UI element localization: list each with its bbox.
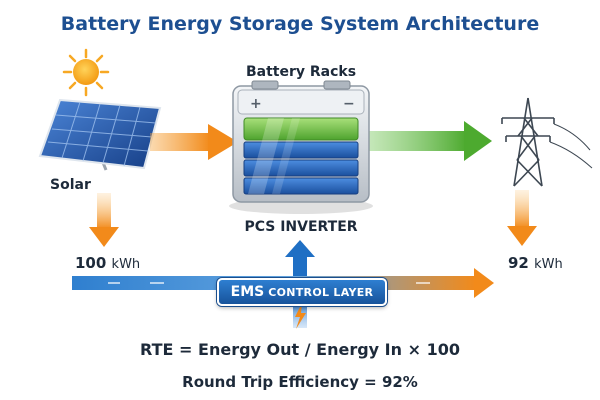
- battery-rack-icon: + −: [229, 80, 373, 214]
- ems-main-label: EMS: [230, 284, 265, 300]
- energy-out-value: 92: [508, 254, 529, 272]
- round-trip-efficiency: Round Trip Efficiency = 92%: [182, 373, 418, 391]
- flow-arrow-solar-to-battery: [150, 124, 238, 160]
- energy-out-unit: kWh: [534, 257, 563, 272]
- ems-control-layer-box: EMS CONTROL LAYER: [217, 278, 387, 306]
- solar-label: Solar: [50, 177, 91, 193]
- energy-in-unit: kWh: [111, 257, 141, 272]
- energy-in-value: 100: [75, 254, 107, 272]
- ems-sub-label: CONTROL LAYER: [268, 285, 374, 299]
- battery-racks-label: Battery Racks: [245, 64, 357, 80]
- flow-arrow-solar-down: [89, 193, 119, 247]
- flow-arrow-ems-up: [285, 240, 315, 277]
- flow-arrow-grid-down: [507, 190, 537, 246]
- diagram-title: Battery Energy Storage System Architectu…: [60, 13, 540, 35]
- solar-panel-icon: [38, 98, 162, 171]
- flow-arrow-battery-to-grid: [358, 121, 492, 161]
- svg-text:+: +: [250, 96, 262, 112]
- rte-formula: RTE = Energy Out / Energy In × 100: [140, 340, 460, 359]
- sun-icon: [62, 48, 110, 97]
- lightning-bolt-icon: [295, 303, 306, 329]
- pcs-inverter-label: PCS INVERTER: [244, 219, 358, 235]
- energy-out-label: 92 kWh: [508, 254, 563, 272]
- svg-text:−: −: [343, 96, 355, 112]
- energy-in-label: 100 kWh: [75, 254, 140, 272]
- transmission-tower-icon: [501, 97, 593, 187]
